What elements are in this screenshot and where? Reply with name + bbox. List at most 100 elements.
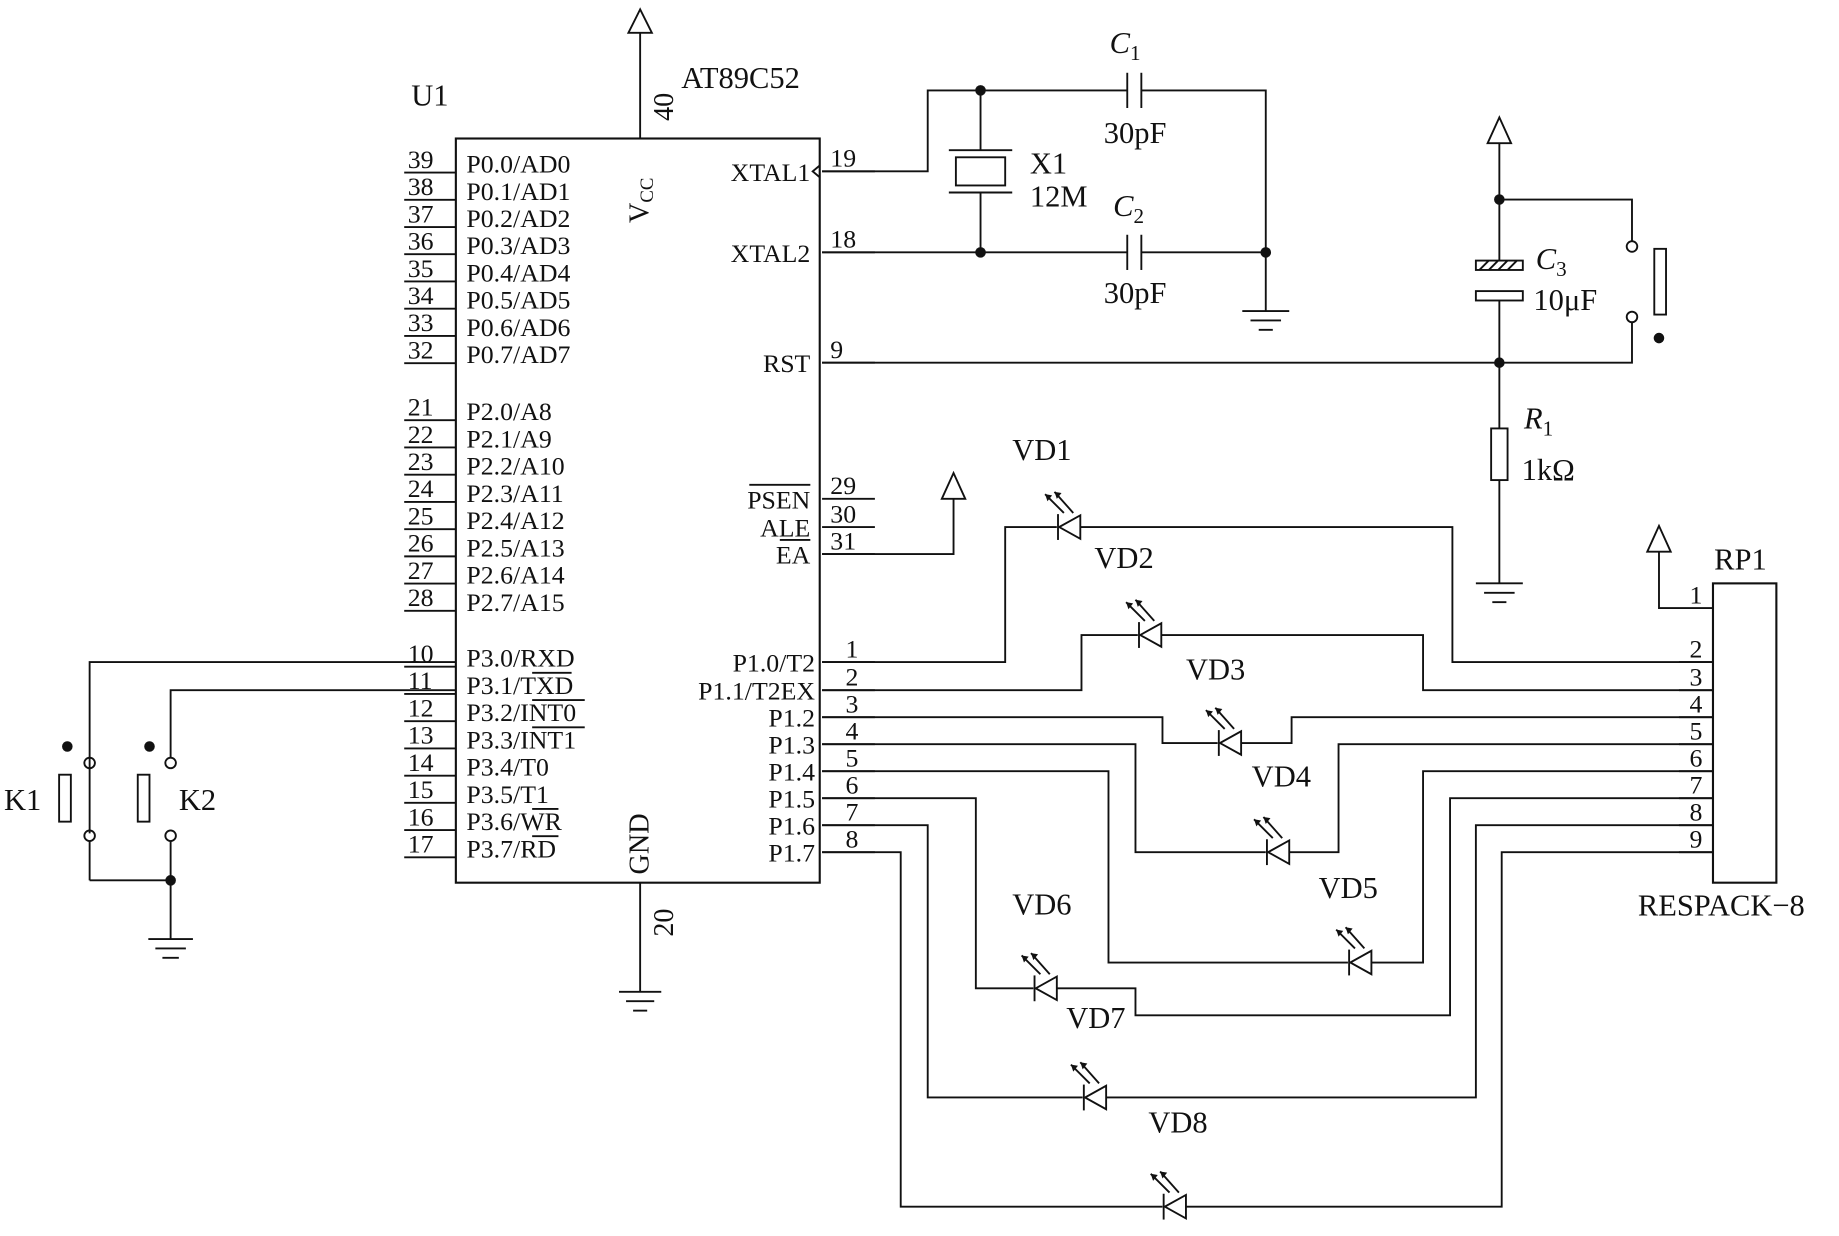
pin-number: 31 [830, 526, 856, 555]
pin-name: P1.3 [768, 731, 815, 760]
pin-number: 28 [408, 583, 434, 612]
pin-number: 24 [408, 474, 434, 503]
pin-name: PSEN [747, 485, 810, 514]
pin-name: P2.3/A11 [466, 479, 563, 508]
respack-part: RESPACK−8 [1638, 889, 1805, 923]
c3-ref: C3 [1536, 242, 1567, 281]
pin-name: P0.3/AD3 [466, 231, 570, 260]
c2-ref: C2 [1113, 189, 1144, 228]
led-vd5: VD5 [1319, 871, 1378, 976]
vcc-supply-arrow [940, 470, 967, 500]
led-vd1: VD1 [1012, 433, 1082, 541]
vcc-supply-arrow [1486, 115, 1513, 145]
respack-body [1711, 582, 1778, 884]
pin-name: P0.7/AD7 [466, 340, 570, 369]
pin-number: 5 [846, 743, 859, 772]
pin-name: P2.6/A14 [466, 561, 564, 590]
pin-name: RST [763, 349, 811, 378]
key-k2-label: K2 [179, 783, 216, 817]
pin-name: P2.5/A13 [466, 533, 564, 562]
pin-name: P3.6/WR [466, 807, 562, 836]
respack-pin-number: 8 [1690, 797, 1703, 826]
pin-name: XTAL1 [731, 158, 811, 187]
pin-number: 10 [408, 639, 434, 668]
led-label: VD3 [1186, 653, 1245, 687]
pin-name: P1.6 [768, 812, 815, 841]
pin-number: 4 [846, 716, 859, 745]
vcc-supply-arrow [626, 7, 654, 34]
pin-number: 14 [408, 748, 434, 777]
key-k2[interactable] [136, 741, 177, 842]
respack-pin-number: 1 [1690, 580, 1703, 609]
key-k1[interactable] [58, 741, 96, 842]
r1-ref: R1 [1523, 401, 1553, 440]
led-vd3: VD3 [1186, 653, 1245, 757]
pin-number: 27 [408, 556, 434, 585]
pin-number: 29 [830, 471, 856, 500]
respack-pin-number: 3 [1690, 662, 1703, 691]
led-label: VD1 [1012, 433, 1071, 467]
vcc-pin-number: 40 [649, 93, 680, 121]
pin-number: 34 [408, 281, 434, 310]
pin-number: 1 [846, 634, 859, 663]
pin-name: P2.2/A10 [466, 452, 564, 481]
mcu-part: AT89C52 [681, 61, 800, 95]
clock-marker [811, 164, 821, 178]
pin-name: XTAL2 [731, 239, 811, 268]
pin-name: P1.4 [768, 758, 815, 787]
respack-pin-number: 2 [1690, 634, 1703, 663]
led-label: VD8 [1148, 1106, 1207, 1140]
respack-pin-number: 6 [1690, 743, 1703, 772]
crystal-value: 12M [1030, 180, 1088, 214]
oscillator-circuit: X1 12M C1 30pF C2 30pF [822, 26, 1290, 331]
led-label: VD5 [1319, 871, 1378, 905]
gnd-pin-number: 20 [649, 909, 680, 937]
pin-number: 35 [408, 254, 434, 283]
pin-name: P0.1/AD1 [466, 177, 570, 206]
reset-switch[interactable] [1625, 240, 1667, 344]
capacitor-c1 [1126, 72, 1143, 108]
led-label: VD6 [1012, 887, 1071, 921]
c1-value: 30pF [1104, 116, 1167, 150]
led-label: VD7 [1066, 1001, 1125, 1035]
led-vd2: VD2 [1094, 541, 1163, 649]
pin-number: 22 [408, 420, 434, 449]
led-vd4: VD4 [1252, 759, 1311, 866]
crystal-ref: X1 [1030, 147, 1067, 181]
pin-number: 18 [830, 225, 856, 254]
keys-circuit: K1 K2 [4, 661, 456, 959]
pin-name: P1.1/T2EX [698, 677, 815, 706]
pin-name: EA [776, 540, 811, 569]
led-vd8: VD8 [1148, 1106, 1208, 1220]
crystal-x1 [948, 149, 1013, 194]
pin-number: 39 [408, 145, 434, 174]
pin-name: P0.4/AD4 [466, 258, 570, 287]
ground-symbol [1475, 582, 1523, 604]
pin-number: 37 [408, 199, 434, 228]
pin-number: 15 [408, 775, 434, 804]
pin-name: P3.0/RXD [466, 644, 574, 673]
ground-symbol [148, 938, 193, 959]
pin-number: 12 [408, 693, 434, 722]
pin-name: ALE [760, 513, 810, 542]
c3-value: 10μF [1533, 283, 1597, 317]
capacitor-c2 [1126, 234, 1143, 270]
pin-name: P2.4/A12 [466, 506, 564, 535]
vcc-label: VCC [624, 178, 658, 223]
key-k1-label: K1 [4, 783, 41, 817]
c1-ref: C1 [1110, 26, 1141, 65]
pin-number: 13 [408, 721, 434, 750]
capacitor-c3 [1474, 259, 1524, 302]
pin-name: P2.7/A15 [466, 588, 564, 617]
c2-value: 30pF [1104, 276, 1167, 310]
pin-number: 16 [408, 802, 434, 831]
pin-number: 2 [846, 662, 859, 691]
respack-pin-number: 7 [1690, 770, 1703, 799]
pin-name: P1.0/T2 [733, 648, 815, 677]
respack-pin-number: 9 [1690, 824, 1703, 853]
